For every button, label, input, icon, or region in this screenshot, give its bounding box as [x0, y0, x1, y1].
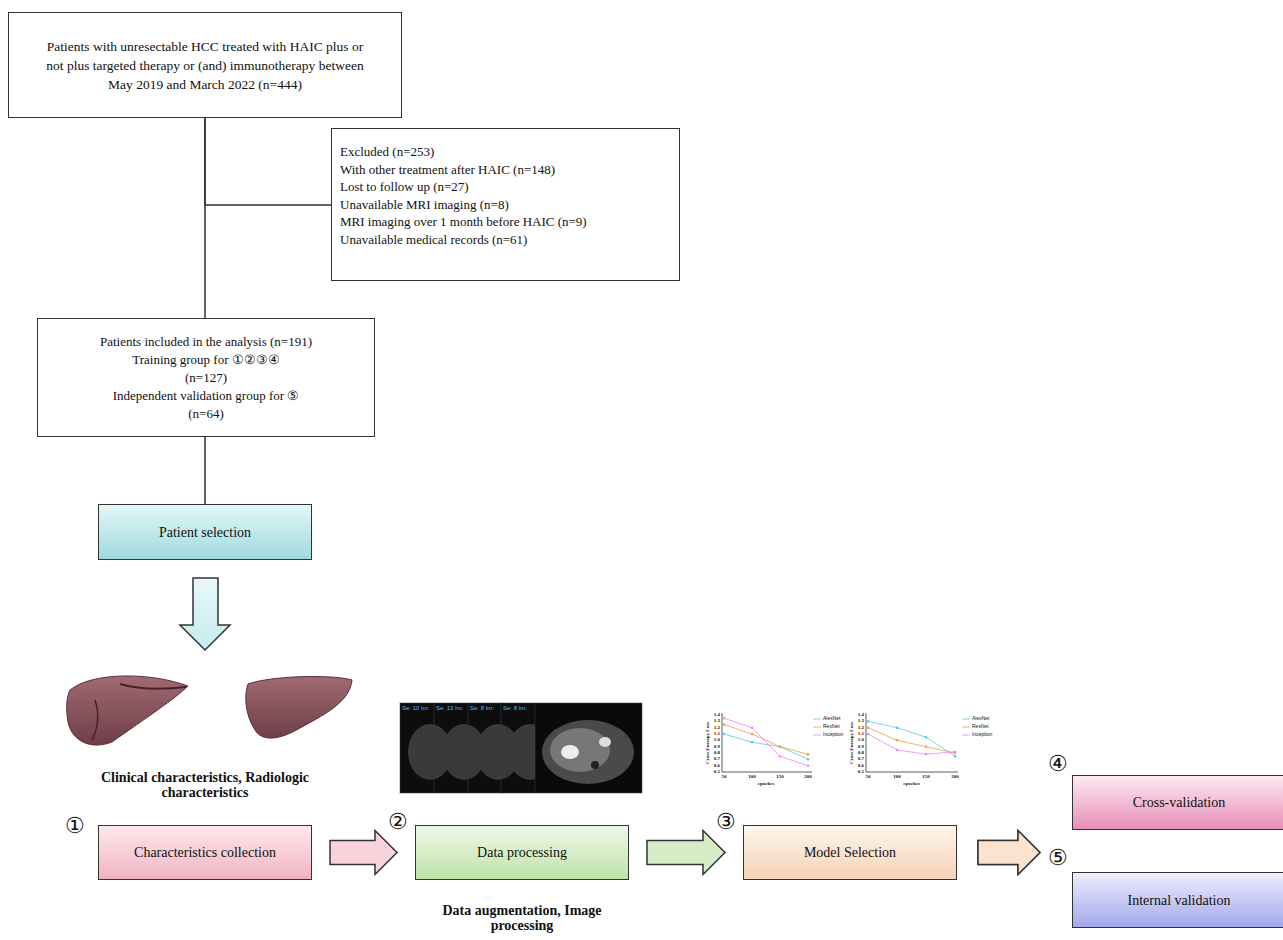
flow-arrow	[647, 831, 725, 875]
process-box: Model Selection	[743, 825, 957, 880]
chart-text: 0.7	[858, 757, 864, 763]
node-text: Lost to follow up (n=27)	[340, 178, 469, 196]
liver-illustration	[67, 676, 352, 745]
step-heading: Data augmentation, Image processing	[422, 903, 622, 934]
node-text: With other treatment after HAIC (n=148)	[340, 161, 555, 179]
source-box: Patients with unresectable HCC treated w…	[8, 12, 402, 118]
mri-images	[400, 703, 642, 793]
chart-text: 1.2	[714, 725, 720, 731]
callout-number: ④	[1048, 752, 1068, 776]
node-text: Independent validation group for ⑤ (n=64…	[94, 387, 319, 423]
chart-text: 0.9	[714, 744, 720, 750]
exclusion-box: Excluded (n=253)With other treatment aft…	[331, 128, 680, 281]
chart-text: epoches	[903, 781, 920, 787]
stage-box: Patient selection	[98, 504, 312, 560]
cohort-box: Patients included in the analysis (n=191…	[37, 318, 375, 437]
chart-text: Inception	[972, 732, 992, 738]
chart-text: 1.0	[858, 738, 864, 744]
callout-number: ③	[716, 810, 736, 834]
chart-text: 1.4	[714, 712, 720, 718]
node-text: Unavailable MRI imaging (n=8)	[340, 196, 509, 214]
validation-box: Internal validation	[1072, 872, 1283, 928]
node-text: Excluded (n=253)	[340, 143, 434, 161]
image-annotation: Se: 8 Im:	[470, 705, 494, 712]
chart-text: 0.9	[858, 744, 864, 750]
chart-text: Cross Entropy Loss	[705, 722, 711, 764]
chart-text: 1.1	[714, 731, 720, 737]
chart-text: 1.0	[714, 738, 720, 744]
chart-text: 200	[951, 774, 959, 780]
connector-line	[204, 437, 206, 504]
callout-number: ②	[388, 810, 408, 834]
flow-arrow	[330, 831, 397, 875]
node-text: Internal validation	[1127, 892, 1230, 909]
loss-chart	[866, 713, 970, 772]
chart-text: 0.6	[714, 763, 720, 769]
chart-text: 0.5	[858, 769, 864, 775]
chart-text: 0.6	[858, 763, 864, 769]
node-text: MRI imaging over 1 month before HAIC (n=…	[340, 213, 587, 231]
chart-text: ResNet	[823, 724, 840, 730]
node-text: Data processing	[477, 844, 567, 861]
loss-chart	[722, 713, 821, 772]
chart-text: 1.4	[858, 712, 864, 718]
chart-text: 0.8	[714, 750, 720, 756]
chart-text: 0.8	[858, 750, 864, 756]
node-text: Characteristics collection	[134, 844, 276, 861]
node-text: Patient selection	[159, 524, 251, 541]
node-text: Patients included in the analysis (n=191…	[100, 333, 312, 351]
flow-arrow	[978, 831, 1040, 875]
chart-text: Inception	[823, 732, 843, 738]
connector-line	[205, 118, 331, 205]
image-annotation: Se: 10 Im:	[402, 705, 429, 712]
chart-text: epoches	[758, 781, 775, 787]
chart-text: 1.1	[858, 731, 864, 737]
image-annotation: Se: 13 Im:	[436, 705, 463, 712]
node-text: Training group for ①②③④ (n=127)	[119, 351, 294, 387]
node-text: Unavailable medical records (n=61)	[340, 231, 527, 249]
chart-text: Cross Entropy Loss	[849, 722, 855, 764]
node-text: Model Selection	[804, 844, 896, 861]
step-heading: Clinical characteristics, Radiologic cha…	[95, 770, 315, 801]
chart-text: 1.2	[858, 725, 864, 731]
chart-text: 150	[776, 774, 784, 780]
node-text: Patients with unresectable HCC treated w…	[37, 37, 373, 94]
chart-text: AlexNet	[823, 716, 841, 722]
node-text: Cross-validation	[1133, 794, 1226, 811]
chart-text: 100	[748, 774, 756, 780]
chart-text: 50	[722, 774, 727, 780]
flow-arrow	[978, 831, 1040, 875]
image-annotation: Se: 8 Im:	[503, 705, 527, 712]
chart-text: 0.5	[714, 769, 720, 775]
chart-text: 50	[866, 774, 871, 780]
chart-text: 1.3	[858, 719, 864, 725]
connector-line	[204, 118, 206, 318]
process-box: Characteristics collection	[98, 825, 312, 880]
chart-text: AlexNet	[972, 716, 990, 722]
validation-box: Cross-validation	[1072, 775, 1283, 830]
chart-text: 150	[922, 774, 930, 780]
callout-number: ⑤	[1048, 846, 1068, 870]
callout-number: ①	[65, 814, 85, 838]
chart-text: 0.7	[714, 757, 720, 763]
chart-text: 200	[804, 774, 812, 780]
chart-text: 1.3	[714, 719, 720, 725]
chart-text: 100	[893, 774, 901, 780]
chart-text: ResNet	[972, 724, 989, 730]
flow-arrow	[180, 578, 230, 650]
process-box: Data processing	[415, 825, 629, 880]
